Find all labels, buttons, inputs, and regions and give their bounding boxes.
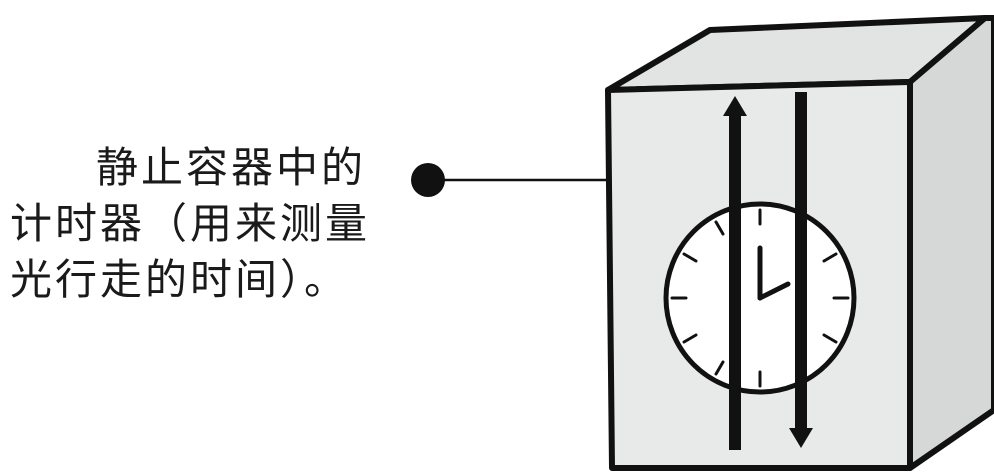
light-path-up-arrow [723,96,747,450]
clock [663,201,857,395]
caption-line-3: 光行走的时间）。 [10,255,350,304]
box-side-face [907,15,994,471]
caption-line-1: 静止容器中的 [96,143,367,192]
caption-line-2: 计时器（用来测量 [10,199,371,248]
caption: 静止容器中的 计时器（用来测量 光行走的时间）。 [10,140,380,308]
light-path-down-arrow [789,92,813,448]
clock-hour-hand [757,281,791,301]
